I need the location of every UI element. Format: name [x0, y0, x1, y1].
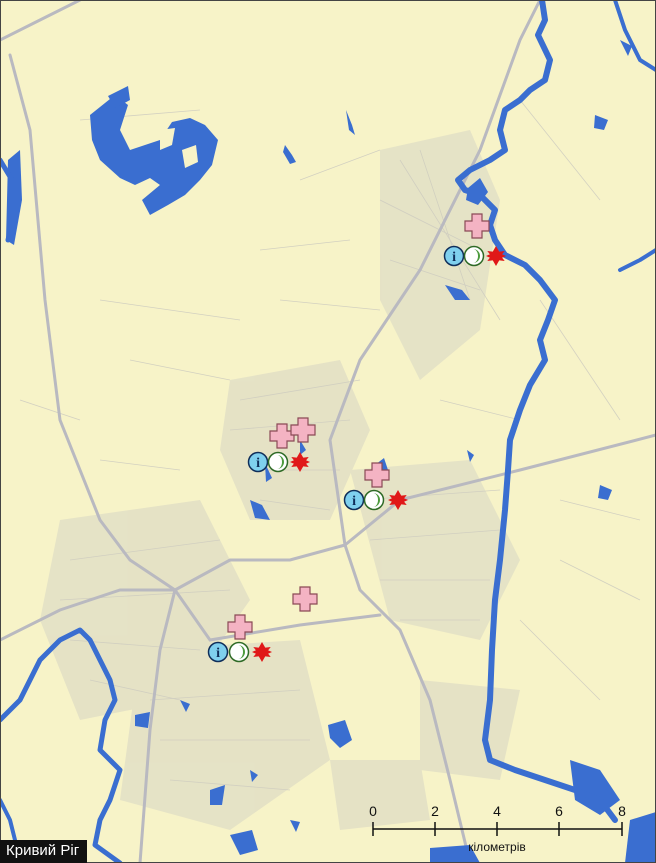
red-star-icon[interactable] [388, 490, 408, 510]
scale-tick-label: 2 [431, 803, 439, 819]
red-star-icon[interactable] [252, 642, 272, 662]
scale-bar: 0 2 4 6 8 кілометрів [369, 803, 626, 854]
medical-markers[interactable]: i i [207, 213, 507, 663]
scale-tick-label: 0 [369, 803, 377, 819]
scale-tick-label: 4 [493, 803, 501, 819]
crescent-moon-icon[interactable] [267, 451, 289, 473]
pink-cross-icon[interactable] [269, 423, 295, 449]
red-star-icon[interactable] [290, 452, 310, 472]
svg-text:i: i [452, 250, 456, 265]
pink-cross-icon[interactable] [227, 614, 253, 640]
info-circle-icon[interactable]: i [247, 451, 269, 473]
scale-unit-label: кілометрів [468, 840, 525, 854]
pink-cross-icon[interactable] [290, 417, 316, 443]
pink-cross-icon[interactable] [464, 213, 490, 239]
info-circle-icon[interactable]: i [443, 245, 465, 267]
city-name-label: Кривий Ріг [0, 840, 88, 863]
svg-text:i: i [256, 456, 260, 471]
scale-tick-label: 6 [555, 803, 563, 819]
red-star-icon[interactable] [486, 246, 506, 266]
service-icon-group[interactable]: i [443, 245, 507, 267]
service-icon-group[interactable]: i [247, 451, 311, 473]
service-icon-group[interactable]: i [207, 641, 273, 663]
scale-tick-label: 8 [618, 803, 626, 819]
crescent-moon-icon[interactable] [228, 641, 250, 663]
pink-cross-icon[interactable] [364, 462, 390, 488]
info-circle-icon[interactable]: i [343, 489, 365, 511]
crescent-moon-icon[interactable] [363, 489, 385, 511]
svg-text:i: i [352, 494, 356, 509]
crescent-moon-icon[interactable] [463, 245, 485, 267]
service-icon-group[interactable]: i [343, 489, 409, 511]
info-circle-icon[interactable]: i [207, 641, 229, 663]
pink-cross-icon[interactable] [292, 586, 318, 612]
svg-text:i: i [216, 646, 220, 661]
